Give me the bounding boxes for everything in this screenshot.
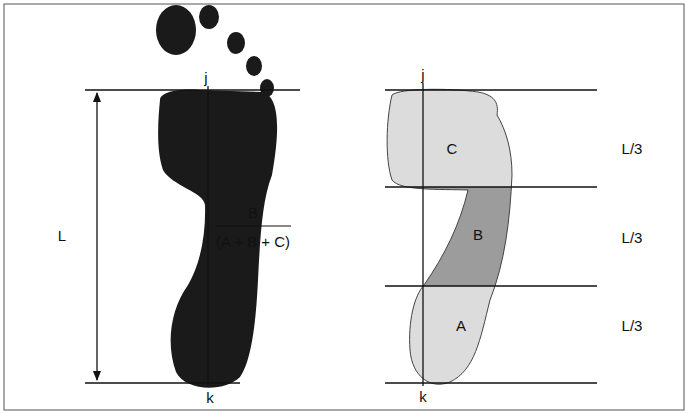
third-line <box>385 382 597 383</box>
toe <box>199 5 219 29</box>
fraction-bar <box>215 225 291 226</box>
dimension-label: L/3 <box>622 318 643 333</box>
region-label: C <box>447 141 458 156</box>
right-footprint-regions <box>380 80 520 400</box>
region-fill <box>380 80 520 400</box>
point-label: j <box>204 70 207 85</box>
axis-line <box>422 83 423 386</box>
length-arrow <box>96 93 97 380</box>
fraction-denominator: (A + B + C) <box>216 234 290 249</box>
frame-border <box>4 4 684 410</box>
toe <box>246 56 262 76</box>
third-line <box>385 186 597 187</box>
dimension-label: L <box>58 228 66 243</box>
third-line <box>385 89 597 90</box>
point-label: k <box>206 390 214 405</box>
third-line <box>385 285 597 286</box>
region-label: B <box>473 227 483 242</box>
left-footprint <box>156 5 277 388</box>
fraction-numerator: B <box>248 205 258 220</box>
reference-line <box>85 89 300 90</box>
dimension-label: L/3 <box>622 141 643 156</box>
reference-line <box>85 382 240 383</box>
region-label: A <box>456 318 466 333</box>
point-label: k <box>419 389 427 404</box>
toe <box>227 32 245 54</box>
point-label: j <box>421 67 424 82</box>
axis-line <box>207 86 208 385</box>
dimension-label: L/3 <box>622 230 643 245</box>
toe <box>156 5 196 55</box>
footprint-outline <box>387 89 512 384</box>
